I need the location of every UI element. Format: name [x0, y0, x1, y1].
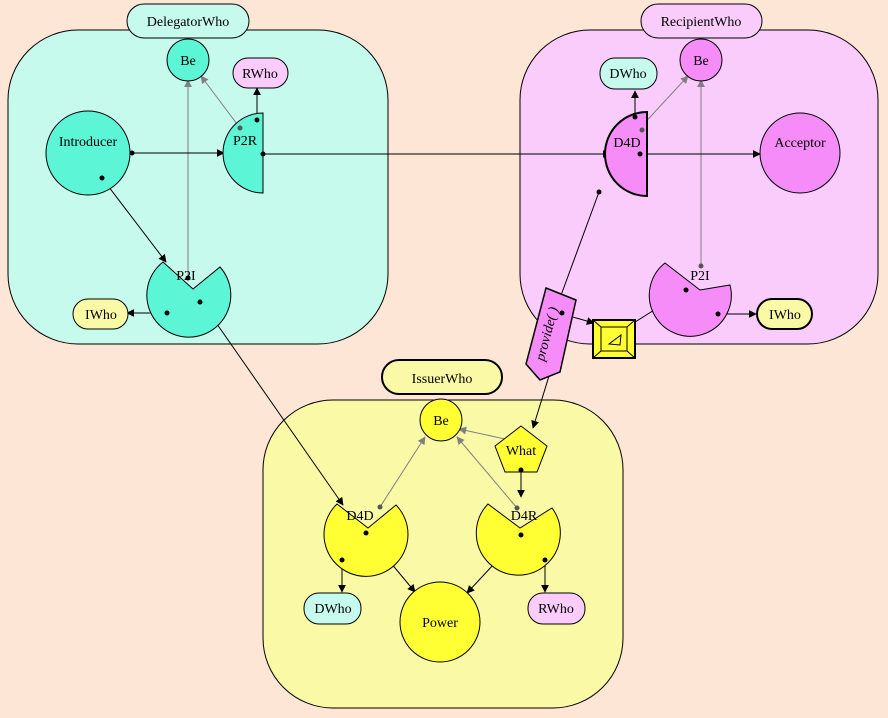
recipient-be-node[interactable]: Be	[679, 38, 723, 82]
delegator-rwho-node[interactable]: RWho	[232, 57, 289, 89]
delegator-iwho-node[interactable]: IWho	[72, 298, 129, 330]
acceptor-label: Acceptor	[774, 136, 826, 151]
power-node[interactable]: Power	[399, 581, 481, 663]
issuer-title-tab: IssuerWho	[381, 359, 503, 395]
d4r-label: D4R	[511, 509, 538, 524]
what-node[interactable]: What	[494, 425, 548, 473]
acceptor-node[interactable]: Acceptor	[759, 112, 841, 194]
introducer-label: Introducer	[59, 135, 118, 150]
delegator-be-label: Be	[180, 54, 196, 69]
issuer-dwho-node[interactable]: DWho	[303, 592, 362, 625]
recipient-title-tab: RecipientWho	[640, 3, 763, 39]
issuer-be-label: Be	[433, 414, 449, 429]
edge-introducer-to-p2i	[101, 177, 167, 263]
recipient-dwho-label: DWho	[609, 67, 646, 82]
delegator-be-node[interactable]: Be	[166, 38, 210, 82]
issuer-d4d-node[interactable]: D4D	[323, 503, 409, 577]
triangle-icon	[607, 333, 622, 346]
bundle-box-node[interactable]	[592, 319, 636, 359]
recipient-dwho-node[interactable]: DWho	[599, 57, 658, 90]
issuer-be-node[interactable]: Be	[419, 398, 463, 442]
port-dots	[99, 114, 721, 563]
p2r-node[interactable]: P2R	[222, 112, 264, 194]
issuer-title: IssuerWho	[412, 372, 473, 387]
issuer-d4d-label: D4D	[346, 509, 373, 524]
recipient-iwho-node[interactable]: IWho	[756, 298, 813, 330]
delegator-title-tab: DelegatorWho	[126, 3, 250, 39]
what-label: What	[506, 444, 536, 459]
edge-p2i-to-id4d	[202, 303, 344, 506]
edge-p2r-to-be	[200, 75, 241, 129]
issuer-rwho-label: RWho	[538, 602, 574, 617]
edge-d4d-to-provide	[559, 191, 600, 299]
edge-id4r-to-be	[456, 436, 518, 509]
introducer-node[interactable]: Introducer	[45, 110, 131, 196]
delegator-rwho-label: RWho	[242, 67, 278, 82]
edge-provide-to-what	[531, 375, 550, 429]
recipient-d4d-label: D4D	[613, 136, 640, 151]
power-label: Power	[422, 616, 458, 631]
recipient-p2i-node[interactable]: P2I	[648, 262, 732, 337]
d4r-node[interactable]: D4R	[475, 503, 561, 576]
issuer-dwho-label: DWho	[314, 602, 351, 617]
issuer-rwho-node[interactable]: RWho	[527, 592, 586, 625]
recipient-d4d-node[interactable]: D4D	[604, 110, 648, 198]
recipient-title: RecipientWho	[661, 15, 742, 30]
p2r-label: P2R	[233, 134, 258, 149]
recipient-be-label: Be	[693, 54, 709, 69]
edge-what-to-be	[458, 426, 506, 440]
delegator-title: DelegatorWho	[147, 15, 229, 30]
delegator-iwho-label: IWho	[85, 308, 117, 323]
recipient-p2i-label: P2I	[690, 269, 710, 284]
edge-id4d-to-be	[379, 436, 426, 508]
recipient-iwho-label: IWho	[769, 308, 801, 323]
